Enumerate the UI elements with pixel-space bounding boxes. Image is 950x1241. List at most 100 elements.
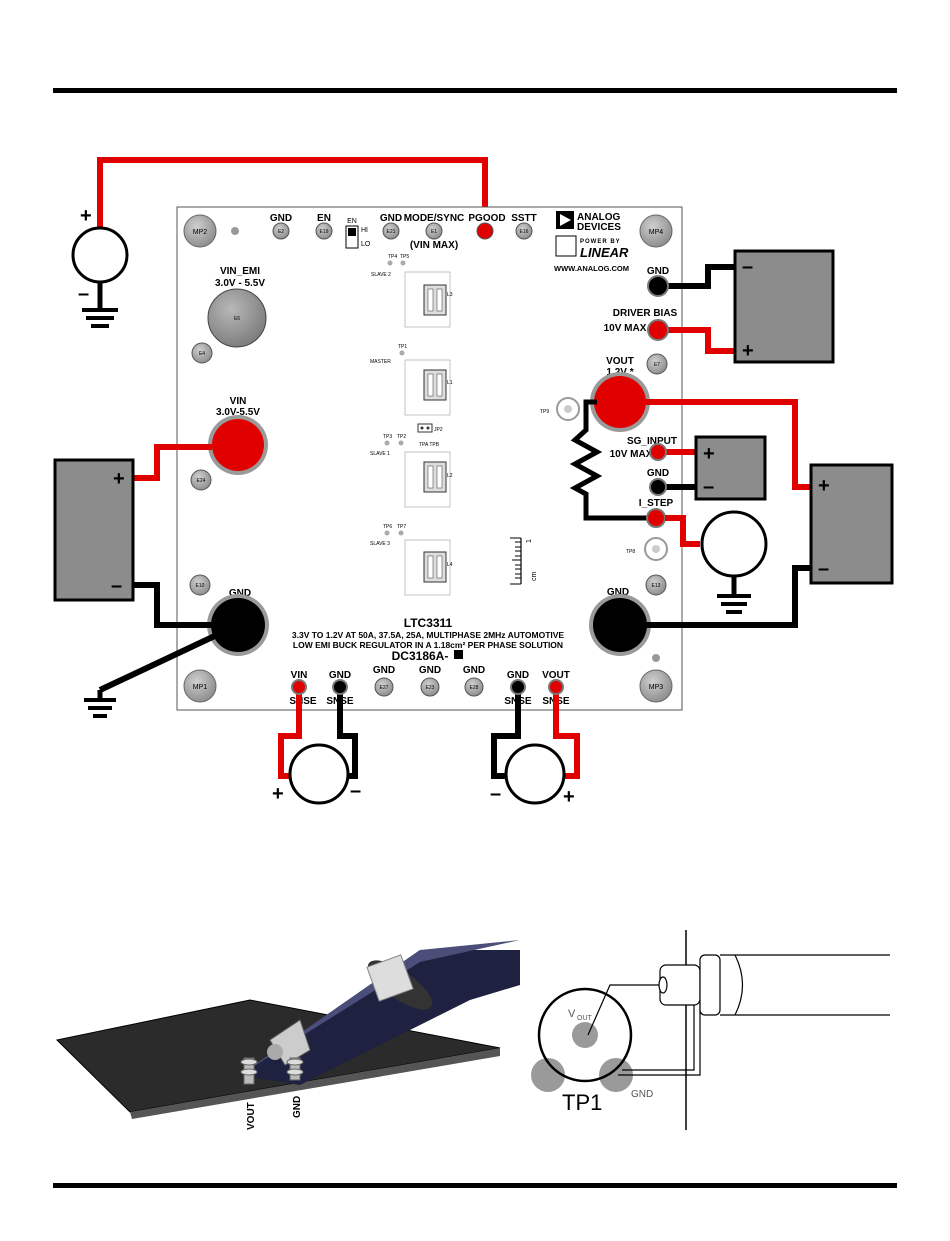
probe-tip-drawing: V OUT TP1 GND (531, 930, 890, 1130)
l4-label: L4 (447, 562, 453, 568)
tp8-label: TP8 (626, 549, 635, 555)
vin-terminal: VIN 3.0V-5.5V E24 (190, 396, 268, 491)
ground-symbol-left (84, 690, 116, 718)
gnd-e23-label: GND (419, 665, 441, 676)
probe-tp1-label: TP1 (562, 1090, 602, 1115)
e6-label: E6 (234, 316, 240, 322)
lo-label: LO (361, 241, 371, 248)
vin-emi-terminal: VIN_EMI 3.0V - 5.5V E6 E4 (191, 266, 267, 364)
part-number: LTC3311 (404, 616, 453, 630)
probe-illustration: VOUT GND (55, 940, 520, 1130)
ruler-cm: cm (531, 572, 538, 582)
gnd2-top-label: GND (380, 213, 402, 224)
bias-supply-minus: – (742, 256, 753, 278)
e21-label: E21 (387, 229, 396, 235)
gnd-sg-label: GND (647, 468, 669, 479)
en-label: EN (317, 213, 331, 224)
load-minus: – (818, 558, 829, 580)
driver-bias-label: DRIVER BIAS (613, 308, 678, 319)
gnd-sense2-label-a: GND (507, 670, 529, 681)
gnd-left-label: GND (229, 588, 251, 599)
l1-label: L1 (447, 380, 453, 386)
gnd-e28-label: GND (463, 665, 485, 676)
tpa-tpb-label: TPA TPB (419, 442, 440, 448)
linear-text: LINEAR (580, 245, 629, 260)
pgood-meter-supply: + – (71, 157, 488, 328)
vin-supply-plus: + (113, 468, 125, 490)
e13-label: E13 (652, 583, 661, 589)
ruler-one: 1 (526, 539, 533, 543)
l2-label: L2 (447, 473, 453, 479)
vin-max-label: (VIN MAX) (410, 240, 458, 251)
gnd-top-label: GND (270, 213, 292, 224)
load-plus: + (818, 475, 830, 497)
master-label: MASTER (370, 359, 391, 365)
sg-input-label: SG_INPUT (627, 436, 677, 447)
tp6-label: TP6 (383, 524, 392, 530)
power-by-text: POWER BY (580, 239, 621, 245)
center-components: TP4 TP5 SLAVE 2 L3 TP1 MASTER L1 TP3 TP2… (370, 254, 453, 596)
vin-label: VIN (230, 396, 247, 407)
sstt-label: SSTT (511, 213, 537, 224)
i-step-label: I_STEP (639, 498, 674, 509)
vin-meter-minus: – (350, 780, 361, 802)
description-line2: LOW EMI BUCK REGULATOR IN A 1.18cm² PER … (293, 640, 563, 650)
e16-label: E16 (520, 229, 529, 235)
driver-bias-supply: – + (733, 249, 835, 364)
devices-text: DEVICES (577, 222, 621, 233)
slave2-label: SLAVE 2 (371, 272, 391, 278)
vin-sense-meter: VIN SNSE GND SNSE + – (272, 670, 361, 805)
probe-gnd-drawing-label: GND (631, 1089, 653, 1100)
e24-label: E24 (197, 478, 206, 484)
vout-meter-minus: – (490, 783, 501, 805)
tp2-label: TP2 (397, 434, 406, 440)
pgood-label: PGOOD (468, 213, 505, 224)
bottom-turrets: GND E27 GND E23 GND E28 (373, 665, 485, 697)
i-step-meter (700, 510, 768, 614)
tp3-label: TP3 (383, 434, 392, 440)
e19-label: E19 (320, 229, 329, 235)
sg-minus: – (703, 476, 714, 498)
vin-emi-range-label: 3.0V - 5.5V (215, 278, 265, 289)
gnd-e27-label: GND (373, 665, 395, 676)
vin-meter-plus: + (272, 783, 284, 805)
description-line1: 3.3V TO 1.2V AT 50A, 37.5A, 25A, MULTIPH… (292, 630, 565, 640)
en-jumper-label: EN (347, 218, 357, 225)
bias-supply-plus: + (742, 340, 754, 362)
slave3-label: SLAVE 3 (370, 541, 390, 547)
tp5-label: TP5 (400, 254, 409, 260)
probe-vout-main: V (568, 1008, 576, 1020)
analog-devices-logo: ANALOG DEVICES POWER BY LINEAR WWW.ANALO… (554, 211, 629, 273)
board-title: LTC3311 3.3V TO 1.2V AT 50A, 37.5A, 25A,… (292, 616, 565, 663)
sg-plus: + (703, 443, 715, 465)
tp9-label: TP9 (540, 409, 549, 415)
probe-vout-label: VOUT (246, 1102, 257, 1130)
vout-meter-plus: + (563, 786, 575, 808)
plus-sign: + (80, 205, 92, 227)
url-text: WWW.ANALOG.COM (554, 264, 629, 273)
cm-ruler: 1 cm (510, 537, 538, 585)
mode-sync-label: MODE/SYNC (404, 213, 465, 224)
electronic-load: + – (809, 463, 894, 585)
driver-bias-max-label: 10V MAX (604, 323, 647, 334)
vout-sense-label-a: VOUT (542, 670, 570, 681)
board-id: DC3186A- (392, 649, 449, 663)
vout-label: VOUT (606, 356, 634, 367)
mp3-label: MP3 (649, 684, 664, 691)
mp1-label: MP1 (193, 684, 208, 691)
probe-vout-sub: OUT (577, 1015, 593, 1022)
probe-gnd-label: GND (292, 1096, 303, 1118)
signal-generator: + – (694, 435, 767, 501)
mp4-label: MP4 (649, 229, 664, 236)
e4-label: E4 (199, 351, 205, 357)
vin-sense-label-a: VIN (291, 670, 308, 681)
tp4-label: TP4 (388, 254, 397, 260)
e27-label: E27 (380, 685, 389, 691)
e7-label: E7 (654, 362, 660, 368)
e1-label: E1 (431, 229, 437, 235)
gnd-sense-label-a: GND (329, 670, 351, 681)
vin-power-supply: + – (53, 458, 135, 602)
vin-range-label: 3.0V-5.5V (216, 407, 260, 418)
resistor (569, 399, 648, 521)
